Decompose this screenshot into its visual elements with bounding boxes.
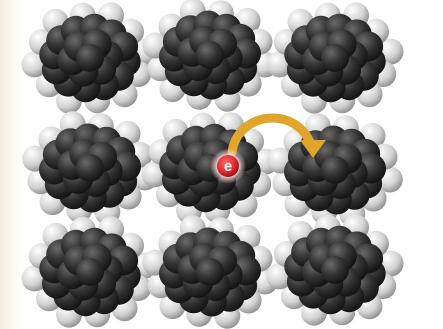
molecule	[21, 216, 159, 328]
molecule	[266, 2, 404, 114]
carbon-atom	[76, 258, 104, 286]
carbon-atom	[76, 44, 104, 72]
electron-icon	[217, 155, 239, 177]
carbon-atom	[321, 44, 349, 72]
carbon-atom	[196, 41, 224, 69]
molecule	[22, 111, 158, 225]
carbon-atom	[76, 154, 104, 182]
carbon-atom	[321, 156, 349, 184]
electron-symbol: e	[224, 158, 232, 175]
carbon-atom	[196, 258, 224, 286]
molecule	[21, 2, 159, 114]
molecule	[142, 215, 278, 329]
molecule	[142, 0, 278, 112]
hop-arrow-head	[300, 140, 326, 158]
electron-hop: e	[210, 113, 326, 184]
carbon-atom	[321, 256, 349, 284]
curved-hop-arrow-icon	[227, 113, 317, 157]
molecule	[266, 214, 404, 326]
